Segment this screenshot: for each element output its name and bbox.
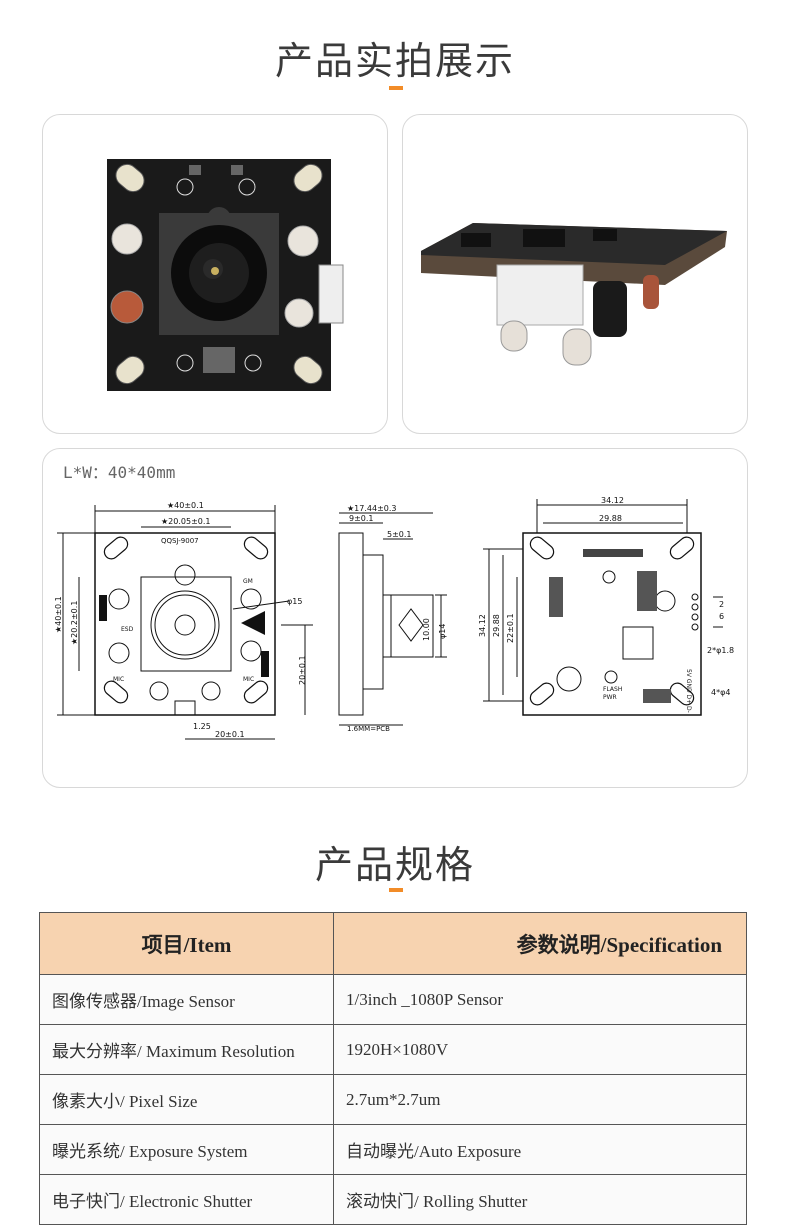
drawing-card: L*W：40*40mm — [42, 448, 748, 788]
spec-table: 项目/Item 参数说明/Specification 图像传感器/Image S… — [39, 912, 747, 1225]
dimension-label: L*W：40*40mm — [63, 463, 176, 482]
spec-cell: 自动曝光/Auto Exposure — [333, 1124, 747, 1175]
spec-cell: 1920H×1080V — [333, 1024, 747, 1075]
front-mic-right: MIC — [243, 676, 254, 683]
side-pcb-label: 1.6MM=PCB — [347, 725, 390, 733]
item-cell: 电子快门/ Electronic Shutter — [39, 1174, 334, 1225]
spec-header-row: 项目/Item 参数说明/Specification — [39, 912, 747, 975]
front-bottom-offset: 1.25 — [193, 722, 211, 731]
front-h-overall: ★40±0.1 — [54, 596, 63, 633]
back-vbus-label: 5V GND D+ D- — [685, 669, 692, 713]
front-esd-label: ESD — [121, 626, 134, 633]
title-accent-bar-2 — [389, 888, 403, 892]
front-right-h: 20±0.1 — [298, 655, 307, 685]
front-mic-left: MIC — [113, 676, 124, 683]
title-accent-bar — [389, 86, 403, 90]
back-h-inner: 29.88 — [492, 614, 501, 637]
back-w-overall: 34.12 — [601, 496, 624, 505]
photo-card-side-view — [402, 114, 748, 434]
technical-drawing: ★40±0.1 ★20.05±0.1 ★40±0.1 ★20.2±0.1 QQS… — [54, 496, 734, 740]
header-spec: 参数说明/Specification — [333, 912, 747, 975]
camera-board-side-photo — [421, 223, 727, 366]
item-cell: 像素大小/ Pixel Size — [39, 1074, 334, 1125]
front-gm-label: GM — [243, 578, 253, 585]
back-h-overall: 34.12 — [478, 614, 487, 637]
back-hole-big: 4*φ4 — [711, 688, 730, 697]
front-lens-dia: φ15 — [287, 597, 302, 606]
side-w-b: 5±0.1 — [387, 530, 412, 539]
front-h-inner: ★20.2±0.1 — [70, 601, 79, 645]
spec-cell: 滚动快门/ Rolling Shutter — [333, 1174, 747, 1225]
spec-section-title: 产品规格 — [314, 843, 475, 887]
header-item: 项目/Item — [39, 912, 334, 975]
spec-cell: 1/3inch _1080P Sensor — [333, 974, 747, 1025]
item-cell: 曝光系统/ Exposure System — [39, 1124, 334, 1175]
front-bottom-w: 20±0.1 — [215, 730, 245, 739]
side-lens-a: 10.00 — [422, 618, 431, 641]
back-h-mid: 22±0.1 — [506, 613, 515, 643]
table-row: 像素大小/ Pixel Size 2.7um*2.7um — [39, 1074, 747, 1125]
front-w-inner: ★20.05±0.1 — [161, 517, 211, 526]
spec-cell: 2.7um*2.7um — [333, 1074, 747, 1125]
back-pin-a: 2 — [719, 600, 724, 609]
back-hole-small: 2*φ1.8 — [707, 646, 734, 655]
table-row: 最大分辨率/ Maximum Resolution 1920H×1080V — [39, 1024, 747, 1075]
table-row: 曝光系统/ Exposure System 自动曝光/Auto Exposure — [39, 1124, 747, 1175]
front-model-text: QQSJ-9007 — [161, 537, 199, 545]
photo-card-top-view — [42, 114, 388, 434]
item-cell: 图像传感器/Image Sensor — [39, 974, 334, 1025]
front-w-overall: ★40±0.1 — [167, 501, 204, 510]
side-w-overall: ★17.44±0.3 — [347, 504, 397, 513]
camera-board-top-photo — [107, 159, 344, 391]
photos-section-title: 产品实拍展示 — [274, 39, 515, 83]
side-lens-b: φ14 — [438, 624, 447, 639]
side-w-a: 9±0.1 — [349, 514, 374, 523]
back-w-inner: 29.88 — [599, 514, 622, 523]
back-pwr-label: PWR — [603, 694, 617, 701]
item-cell: 最大分辨率/ Maximum Resolution — [39, 1024, 334, 1075]
table-row: 图像传感器/Image Sensor 1/3inch _1080P Sensor — [39, 974, 747, 1025]
back-flash-label: FLASH — [603, 686, 622, 693]
table-row: 电子快门/ Electronic Shutter 滚动快门/ Rolling S… — [39, 1174, 747, 1225]
back-pin-b: 6 — [719, 612, 724, 621]
